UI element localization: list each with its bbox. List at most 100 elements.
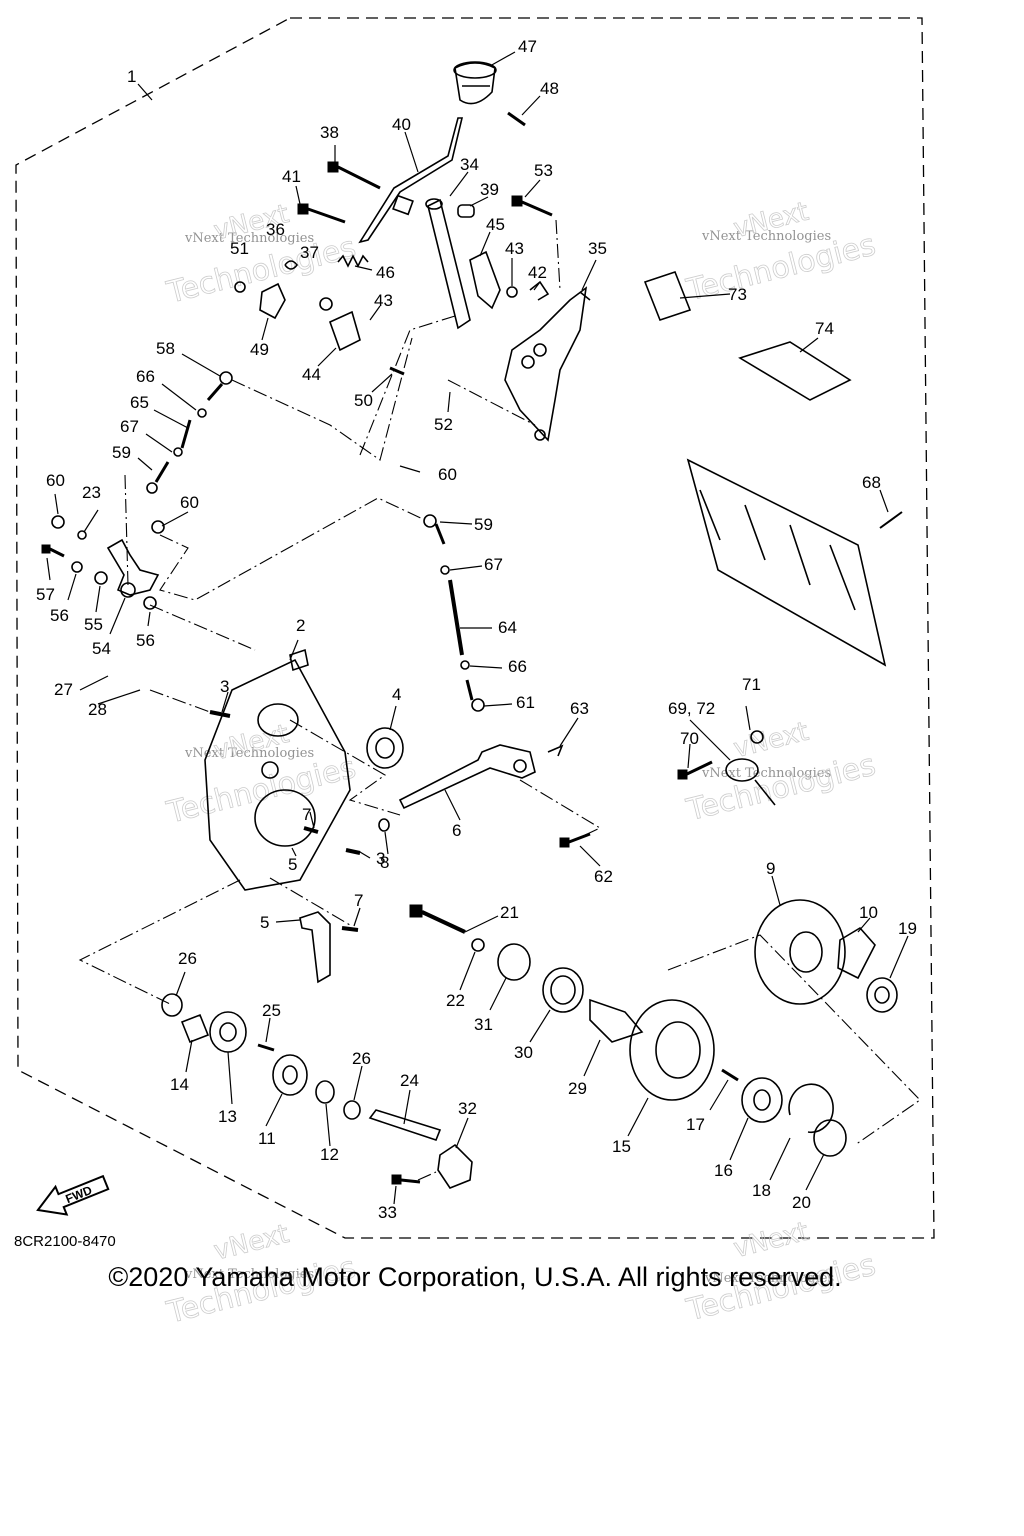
retainer-plate	[741, 1077, 783, 1123]
washer	[143, 596, 157, 610]
nut	[471, 938, 485, 952]
callout-12: 12	[320, 1145, 339, 1164]
callout-20: 20	[792, 1193, 811, 1212]
leader-lines	[46, 51, 909, 1205]
adjuster	[180, 419, 192, 449]
spring-seat	[497, 943, 531, 981]
nut	[319, 297, 333, 311]
callout-23: 23	[82, 483, 101, 502]
callout-51: 51	[230, 239, 249, 258]
rod-end	[206, 371, 233, 401]
watermark-small: vNext Technologies	[701, 229, 831, 244]
shift-rod	[448, 579, 464, 656]
callout-35: 35	[588, 239, 607, 258]
callout-66: 66	[508, 657, 527, 676]
washer	[77, 530, 87, 540]
callout-21: 21	[500, 903, 519, 922]
callout-17: 17	[686, 1115, 705, 1134]
watermark-small: vNext Technologies	[184, 1267, 314, 1282]
callout-labels: 1 47 48 38 40 41 34 39 53 36 45 51 37 43…	[36, 37, 917, 1222]
watermark-line1: vNext	[731, 1217, 812, 1264]
bolt	[721, 1068, 739, 1082]
callout-2: 2	[296, 616, 305, 635]
watermark-line2: Technologies	[683, 748, 879, 829]
bushing	[180, 1013, 210, 1044]
gear-case	[204, 648, 351, 891]
callout-41: 41	[282, 167, 301, 186]
nut	[151, 520, 165, 534]
callout-44: 44	[302, 365, 321, 384]
watermark-small: vNext Technologies	[701, 766, 831, 781]
watermark-small: vNext Technologies	[184, 231, 314, 246]
dowel-pin	[303, 826, 319, 834]
watermark-line1: vNext	[731, 717, 812, 764]
knob-pin	[507, 111, 526, 127]
callout-14: 14	[170, 1075, 189, 1094]
callout-24: 24	[400, 1071, 419, 1090]
oil-seal	[866, 977, 898, 1013]
callout-13: 13	[218, 1107, 237, 1126]
selector-arm	[106, 538, 160, 596]
connection-line	[667, 934, 921, 1146]
callout-39: 39	[480, 180, 499, 199]
washer	[161, 993, 183, 1017]
cover-panel	[686, 458, 887, 667]
connection-line	[519, 779, 602, 843]
callout-50: 50	[354, 391, 373, 410]
dowel-pin	[209, 710, 231, 718]
callout-71: 71	[742, 675, 761, 694]
callout-28: 28	[88, 700, 107, 719]
connection-line	[447, 379, 536, 426]
return-spring	[337, 254, 369, 268]
needle-bearing	[315, 1080, 335, 1104]
callout-48: 48	[540, 79, 559, 98]
shaft	[368, 1109, 442, 1141]
label-plate	[738, 341, 852, 401]
callout-67: 67	[120, 417, 139, 436]
connection-line	[555, 219, 561, 291]
callout-68: 68	[862, 473, 881, 492]
neutral-switch	[725, 758, 776, 806]
callout-3: 3	[220, 677, 229, 696]
o-ring	[378, 818, 390, 832]
callout-26: 26	[352, 1049, 371, 1068]
bolt	[511, 195, 553, 217]
callout-62: 62	[594, 867, 613, 886]
callout-61: 61	[516, 693, 535, 712]
callout-45: 45	[486, 215, 505, 234]
nut	[234, 281, 246, 293]
connection-line	[78, 879, 241, 1006]
panel-ribs	[699, 489, 856, 611]
callout-5: 5	[260, 913, 269, 932]
callout-31: 31	[474, 1015, 493, 1034]
nut	[440, 565, 450, 575]
nut	[197, 408, 207, 418]
connection-line	[289, 719, 401, 816]
connection-line	[149, 604, 256, 651]
nut	[460, 660, 470, 670]
bolt	[677, 760, 713, 780]
callout-3: 3	[376, 849, 385, 868]
callout-19: 19	[898, 919, 917, 938]
callout-29: 29	[568, 1079, 587, 1098]
guide-plate	[259, 282, 286, 320]
shift-bracket	[504, 286, 591, 442]
callout-52: 52	[434, 415, 453, 434]
callout-36: 36	[266, 220, 285, 239]
callout-27: 27	[54, 680, 73, 699]
callout-5: 5	[288, 855, 297, 874]
nut	[506, 286, 518, 298]
callout-26: 26	[178, 949, 197, 968]
callout-40: 40	[392, 115, 411, 134]
connection-line	[417, 1171, 437, 1181]
connection-line	[231, 337, 413, 461]
connection-line	[149, 689, 211, 713]
connection-line	[269, 877, 351, 926]
shift-arm	[398, 744, 536, 810]
nut	[173, 447, 183, 457]
callout-63: 63	[570, 699, 589, 718]
assembly-boundary	[15, 17, 935, 1239]
rod-end	[465, 679, 485, 712]
